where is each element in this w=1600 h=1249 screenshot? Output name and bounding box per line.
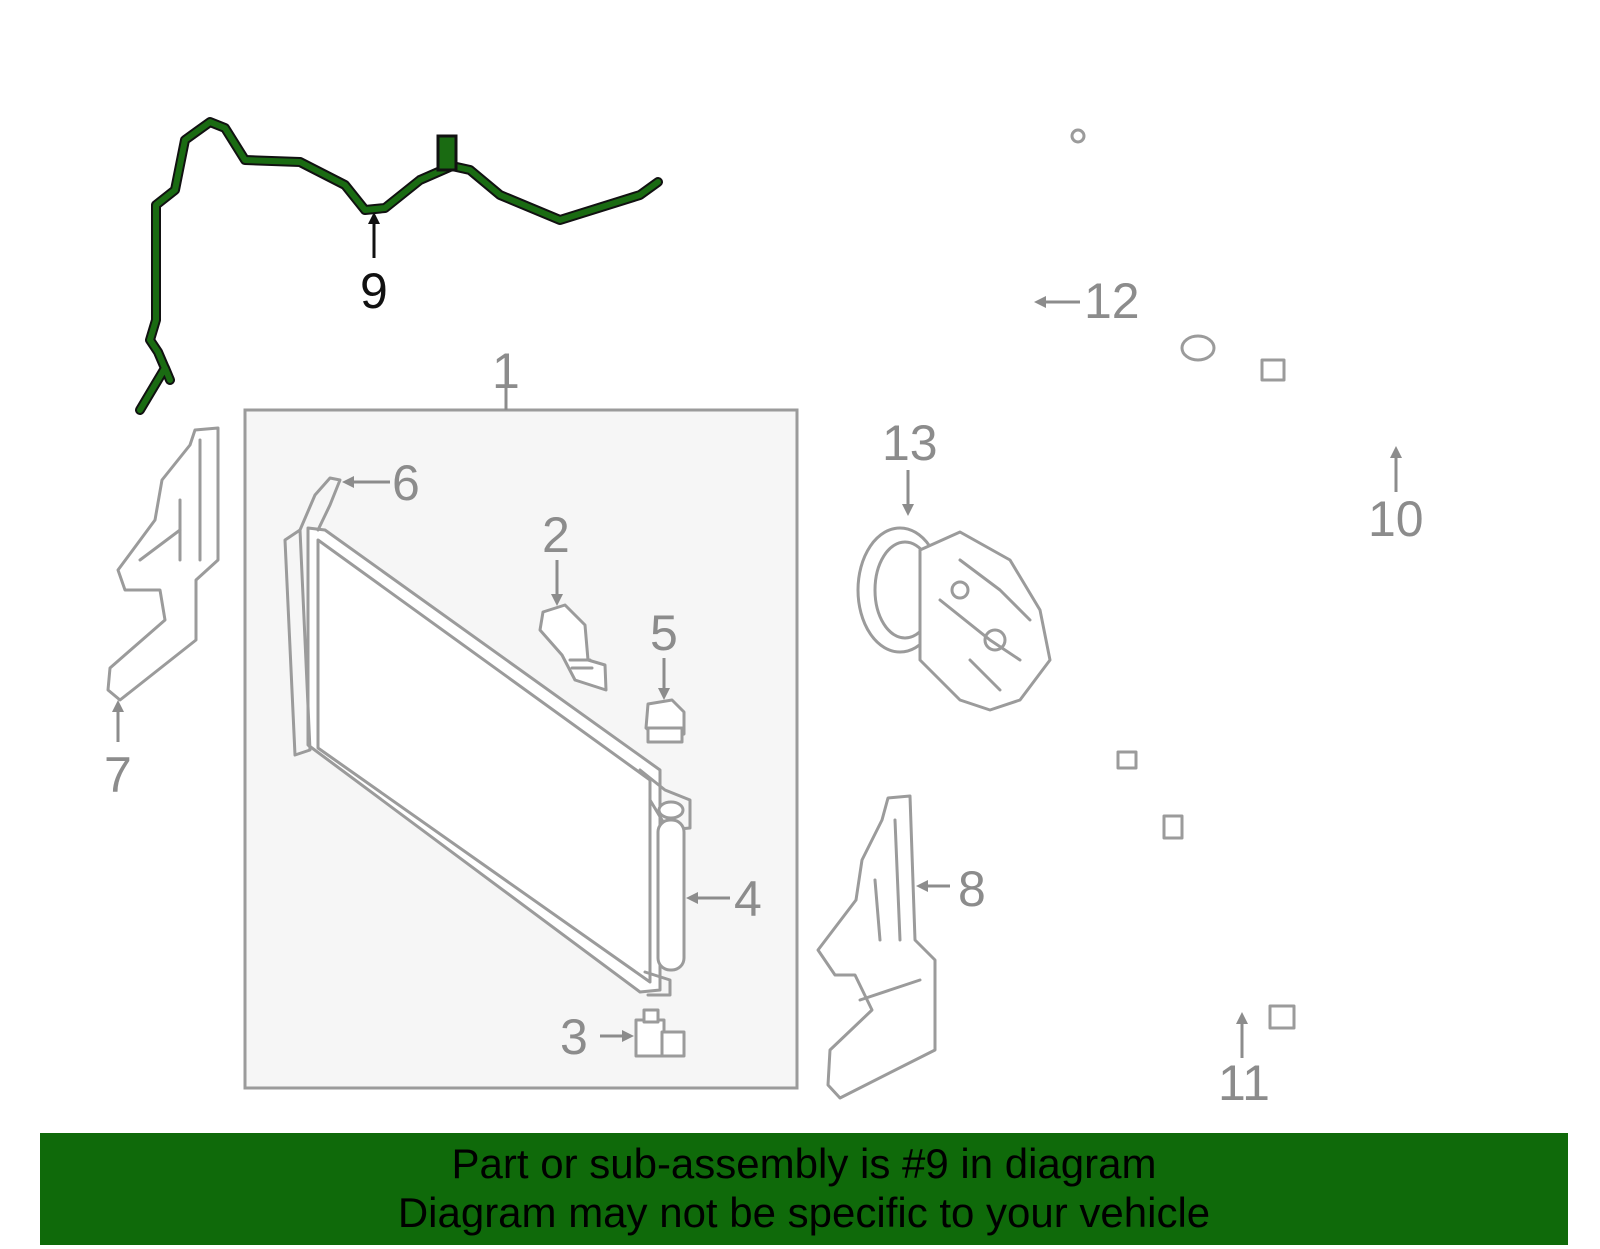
callout-13: 13 (882, 415, 938, 471)
part-2-bracket[interactable] (538, 603, 608, 692)
part-10-pipe[interactable] (1180, 334, 1499, 443)
callout-13-arrowhead (902, 504, 914, 516)
part-7-deflector[interactable] (106, 426, 220, 702)
part-9-hose[interactable] (135, 117, 663, 415)
banner-line-2: Diagram may not be specific to your vehi… (397, 1189, 1211, 1236)
callout-7-arrowhead (112, 700, 124, 712)
callout-4-arrowhead (686, 892, 698, 904)
callout-8-arrowhead (916, 880, 928, 892)
callout-11: 11 (1218, 1055, 1270, 1111)
part-5-plug[interactable] (644, 698, 686, 744)
part-12-hose[interactable] (1009, 53, 1183, 507)
callout-9: 9 (360, 263, 388, 319)
banner-line-1: Part or sub-assembly is #9 in diagram (451, 1140, 1157, 1187)
callout-4: 4 (734, 871, 762, 927)
callout-2-arrowhead (551, 594, 563, 606)
callout-2: 2 (542, 507, 570, 563)
callout-11-arrowhead (1236, 1012, 1248, 1024)
callout-10: 10 (1368, 491, 1424, 547)
part-4-drier[interactable] (656, 800, 686, 972)
callout-5-arrowhead (658, 688, 670, 700)
callout-7: 7 (104, 747, 132, 803)
callout-3-arrowhead (622, 1030, 634, 1042)
part-3-valve[interactable] (634, 1008, 686, 1058)
callout-1: 1 (492, 343, 520, 399)
callout-8: 8 (958, 861, 986, 917)
part-8-deflector[interactable] (816, 794, 937, 1100)
callout-9-arrowhead (368, 212, 380, 224)
info-banner: Part or sub-assembly is #9 in diagram Di… (40, 1133, 1568, 1245)
callout-6: 6 (392, 455, 420, 511)
callout-5: 5 (650, 605, 678, 661)
callout-6-arrowhead (342, 476, 354, 488)
part-11-hose[interactable] (1116, 747, 1323, 1030)
part-13-compressor[interactable] (856, 526, 1052, 712)
part-1-condenser[interactable] (283, 476, 692, 997)
callout-12-arrowhead (1034, 296, 1046, 308)
callout-10-arrowhead (1390, 446, 1402, 458)
callout-3: 3 (560, 1009, 588, 1065)
callout-12: 12 (1084, 273, 1140, 329)
